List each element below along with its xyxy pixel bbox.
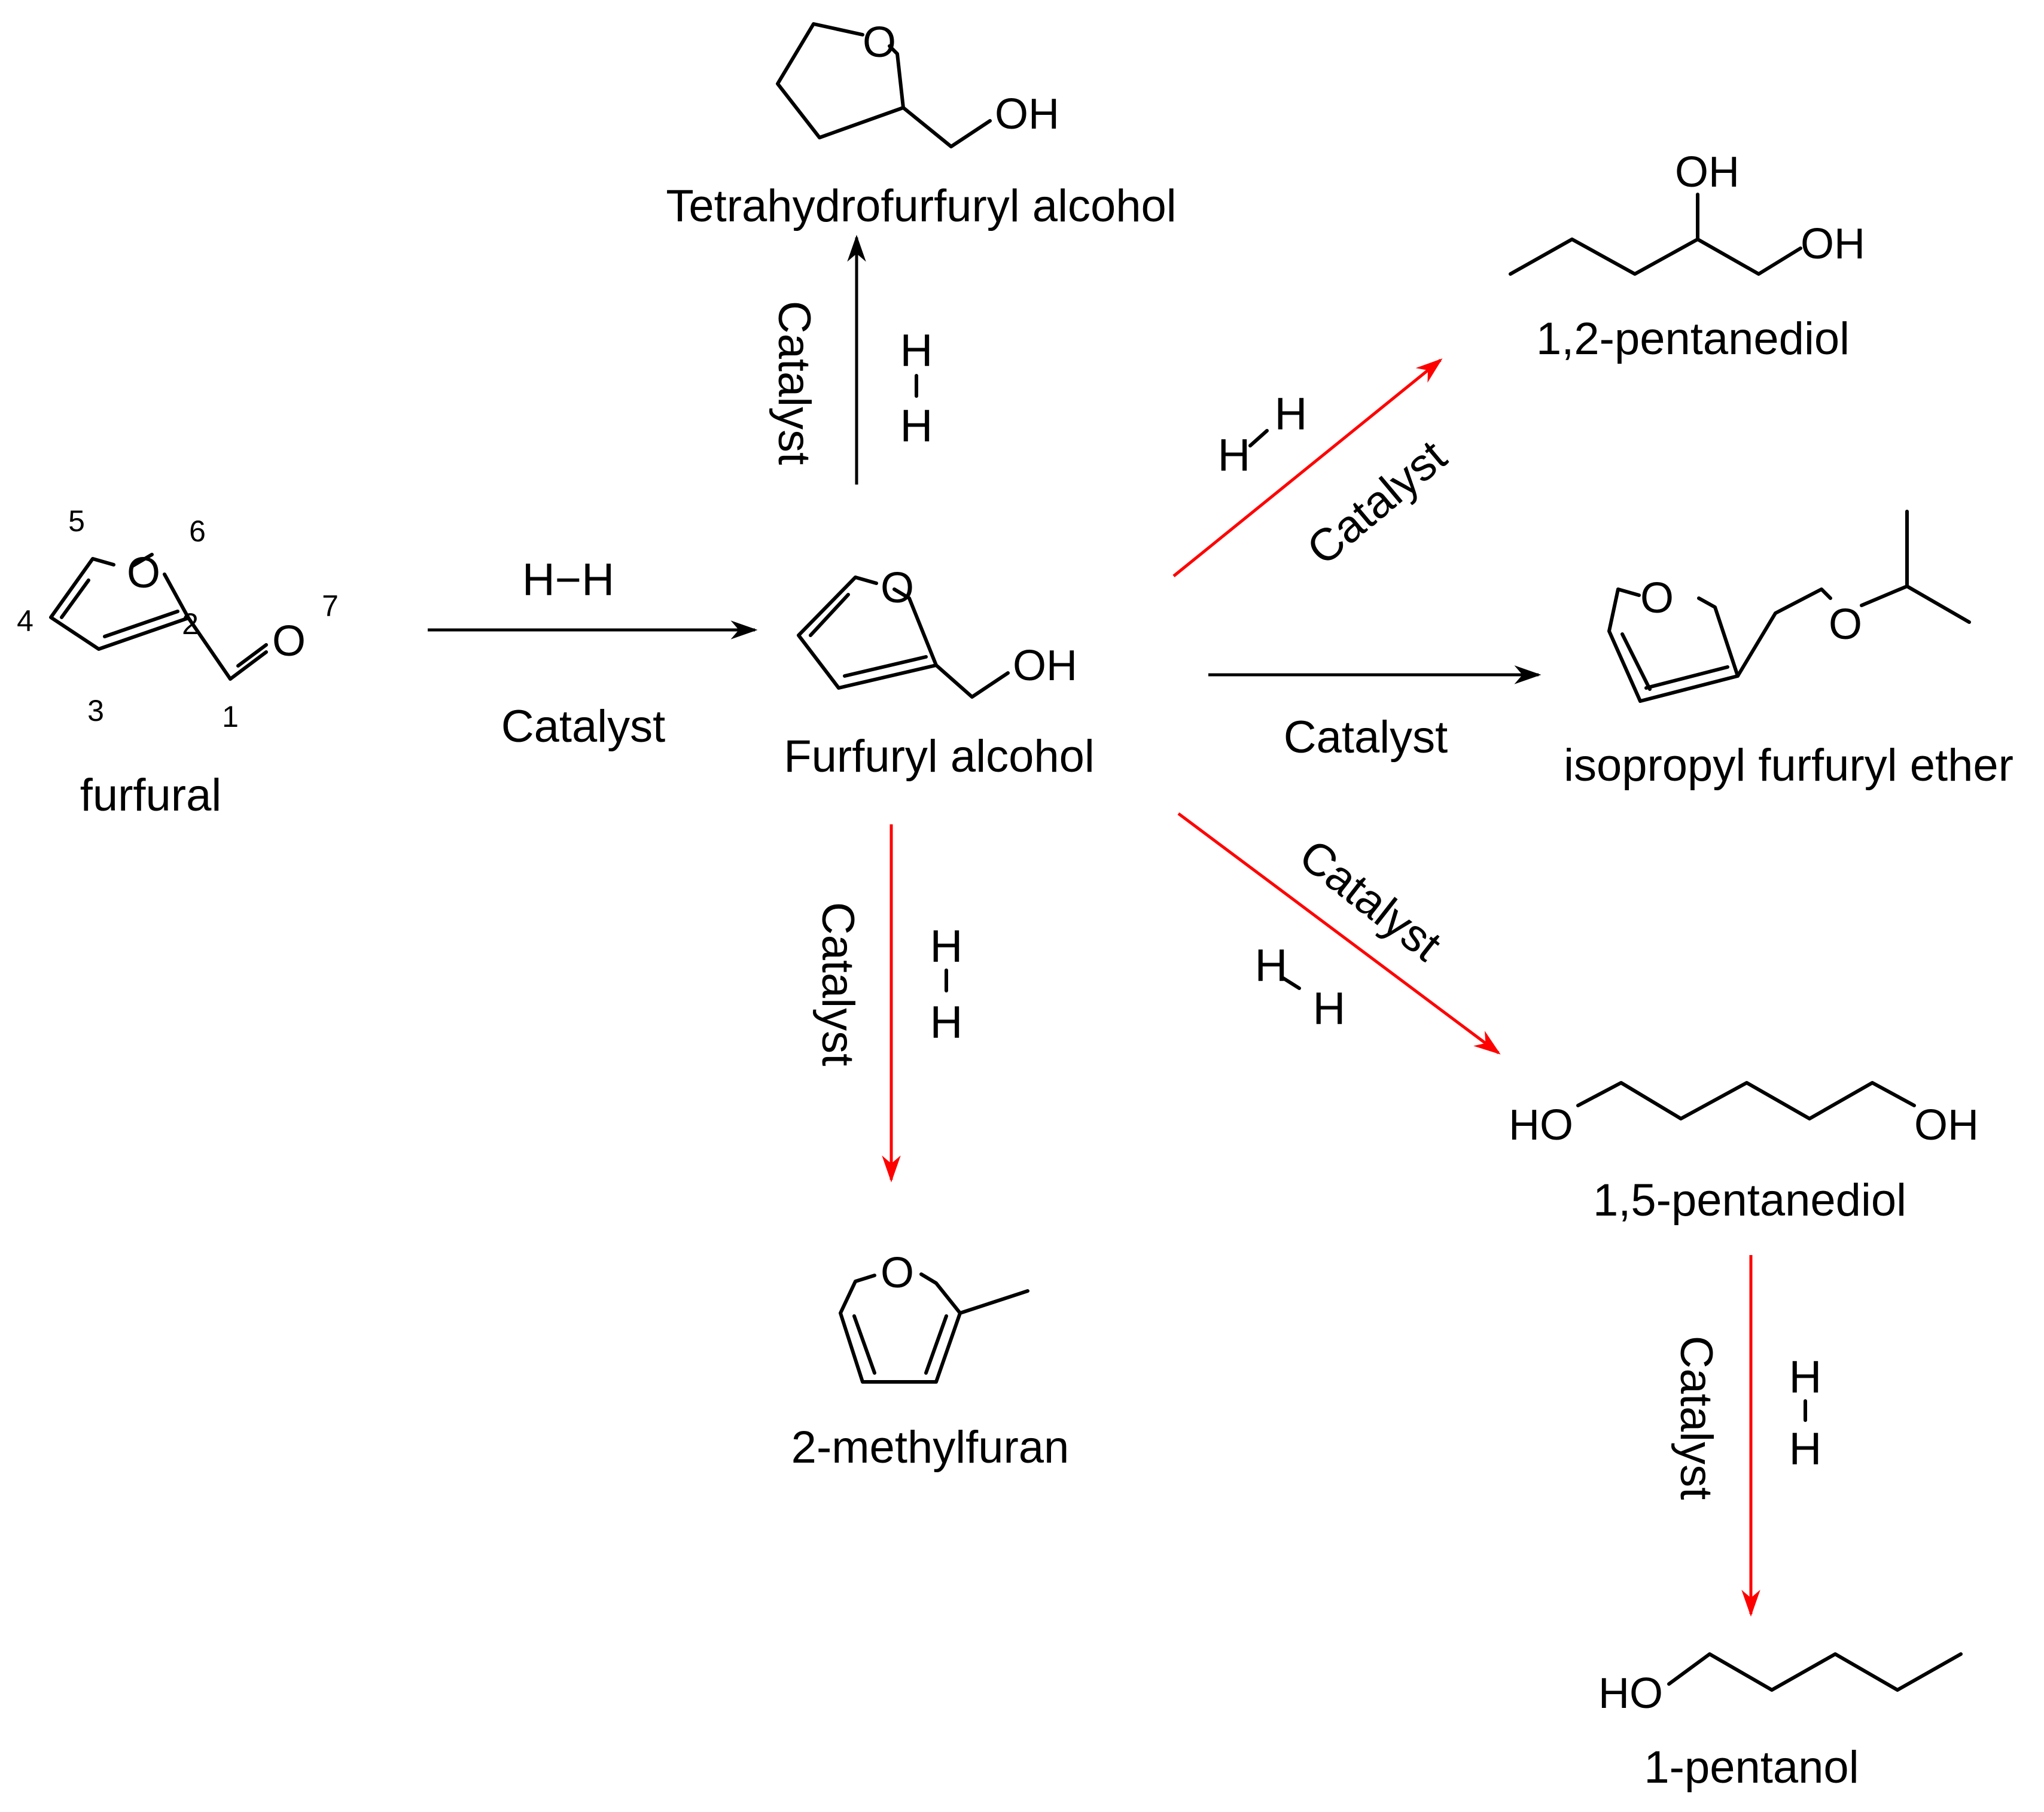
condition-catalyst-furfural: Catalyst xyxy=(501,701,666,752)
fa-ring-double-bond-a xyxy=(809,593,850,637)
condition-h-bond-12pd xyxy=(1248,429,1269,447)
15pd-hydroxyl-right: OH xyxy=(1914,1101,1979,1149)
furfural-ring-bonds xyxy=(49,553,190,651)
ipfe-ring-bonds xyxy=(1607,587,1740,703)
ipfe-ring-oxygen: O xyxy=(1640,574,1674,622)
condition-h-bond-15pd xyxy=(1281,976,1301,990)
ipfe-structure: O O xyxy=(1607,510,1971,703)
condition-h-pentanol-top: H xyxy=(1789,1352,1822,1403)
condition-catalyst-15pd: Catalyst xyxy=(1290,830,1451,971)
15pd-hydroxyl-left: HO xyxy=(1509,1101,1573,1149)
pentanol-hydroxyl: HO xyxy=(1598,1670,1663,1717)
furfural-ring-double-bond-b xyxy=(103,610,179,638)
fa-ring-bonds xyxy=(797,575,938,690)
2-methylfuran-label: 2-methylfuran xyxy=(791,1422,1070,1473)
atom-number-3: 3 xyxy=(87,694,104,727)
condition-h-thfa-bottom: H xyxy=(900,401,933,452)
1-pentanol-structure: HO xyxy=(1598,1652,1963,1717)
furfuryl-alcohol-label: Furfuryl alcohol xyxy=(784,731,1095,782)
arrow-to-15-pentanediol xyxy=(1177,812,1501,1055)
condition-h-2mf-top: H xyxy=(930,921,963,972)
furfural-carbonyl-oxygen: O xyxy=(272,617,306,665)
15-pentanediol-label: 1,5-pentanediol xyxy=(1593,1175,1906,1226)
condition-catalyst-thfa: Catalyst xyxy=(769,301,820,465)
fa-ch2oh-bonds xyxy=(934,663,1010,699)
2mf-methyl-bond xyxy=(958,1289,1029,1315)
atom-number-4: 4 xyxy=(17,604,33,638)
ipfe-ring-double-bond-b xyxy=(1644,665,1729,690)
thfa-label: Tetrahydrofurfuryl alcohol xyxy=(666,181,1176,232)
ipfe-label: isopropyl furfuryl ether xyxy=(1564,740,2013,791)
furfural-ring-oxygen: O xyxy=(127,549,160,597)
atom-number-1: 1 xyxy=(222,700,239,733)
12pd-chain-bonds xyxy=(1509,237,1802,276)
12pd-hydroxyl-2: OH xyxy=(1675,148,1740,196)
thfa-ring-oxygen: O xyxy=(863,19,896,66)
2mf-ring-oxygen: O xyxy=(881,1249,914,1297)
condition-h2-furfural: H−H xyxy=(522,555,614,605)
fa-ring-double-bond-b xyxy=(843,655,928,678)
condition-h-15pd-bottom: H xyxy=(1313,983,1346,1034)
2mf-ring-double-bond-a xyxy=(852,1314,876,1375)
atom-number-2: 2 xyxy=(182,607,199,641)
furfural-ring-bond-c2-o xyxy=(163,572,190,620)
1-pentanol-label: 1-pentanol xyxy=(1644,1742,1859,1793)
condition-h-12pd-top: H xyxy=(1275,389,1308,440)
2mf-ring-bonds xyxy=(839,1272,962,1384)
ipfe-ether-oxygen: O xyxy=(1829,601,1862,648)
condition-catalyst-pentanol: Catalyst xyxy=(1671,1336,1722,1500)
15-pentanediol-structure: HO OH xyxy=(1509,1081,1979,1149)
fa-hydroxyl: OH xyxy=(1013,642,1077,690)
furfural-aldehyde-double-bond xyxy=(236,643,268,668)
ipfe-ether-chain xyxy=(1736,510,1971,678)
2mf-ring-double-bond-b xyxy=(924,1314,948,1375)
thfa-hydroxyl: OH xyxy=(995,90,1059,138)
furfural-aldehyde-bonds xyxy=(187,616,268,681)
atom-number-7: 7 xyxy=(322,589,339,623)
fa-ring-oxygen: O xyxy=(881,564,914,612)
thfa-ch2oh-bonds xyxy=(901,106,992,148)
condition-catalyst-2mf: Catalyst xyxy=(812,902,863,1067)
condition-h-thfa-top: H xyxy=(900,325,933,376)
condition-catalyst-12pd: Catalyst xyxy=(1297,431,1456,575)
condition-h-2mf-bottom: H xyxy=(930,997,963,1048)
atom-number-5: 5 xyxy=(68,504,85,538)
12-pentanediol-structure: OH OH xyxy=(1509,148,1865,276)
15pd-chain-bonds xyxy=(1576,1081,1916,1120)
2-methylfuran-structure: O xyxy=(839,1249,1029,1384)
pentanol-chain-bonds xyxy=(1667,1652,1963,1692)
atom-number-6: 6 xyxy=(189,514,206,548)
thfa-structure: O OH xyxy=(776,19,1059,148)
arrow-to-12-pentanediol xyxy=(1172,358,1443,577)
condition-h-15pd-top: H xyxy=(1255,940,1288,991)
ipfe-ring-double-bond-a xyxy=(1620,632,1652,691)
furfural-structure: O O 1 2 3 4 5 6 7 xyxy=(17,504,339,733)
furfural-ring-double-bond-a xyxy=(60,578,90,619)
condition-catalyst-ipfe: Catalyst xyxy=(1284,712,1448,763)
condition-h-12pd-bottom: H xyxy=(1218,430,1251,481)
furfural-label: furfural xyxy=(80,770,222,821)
12pd-hydroxyl-1: OH xyxy=(1801,220,1865,268)
12-pentanediol-label: 1,2-pentanediol xyxy=(1536,313,1850,364)
furfuryl-alcohol-structure: O OH xyxy=(797,564,1077,699)
thfa-ring-bonds xyxy=(776,22,905,139)
condition-h-pentanol-bottom: H xyxy=(1789,1424,1822,1475)
